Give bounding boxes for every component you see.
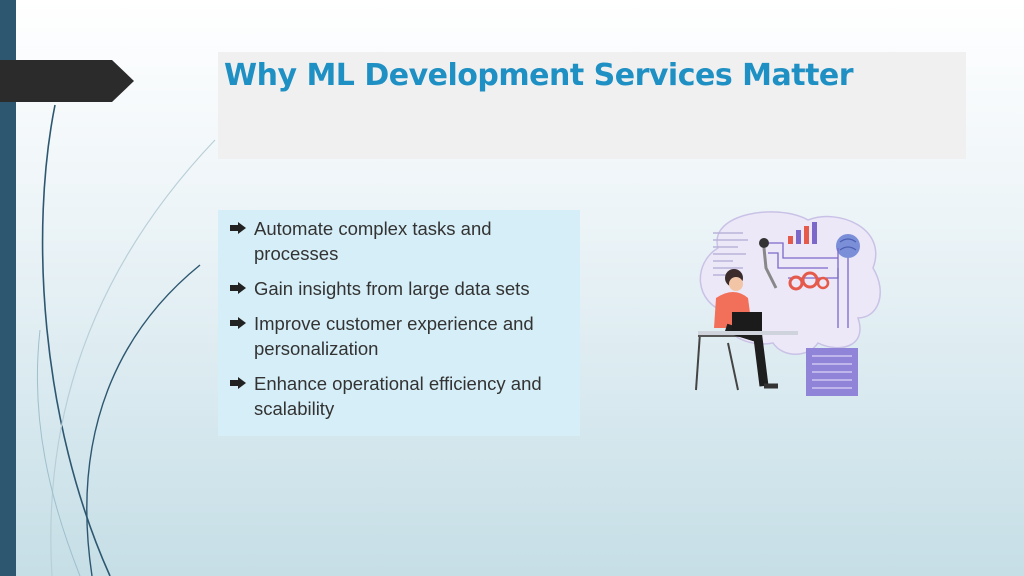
left-accent-bar: [0, 0, 16, 576]
bullet-list: Automate complex tasks and processes Gai…: [218, 210, 580, 421]
bullet-text: Automate complex tasks and processes: [254, 218, 492, 264]
slide-title: Why ML Development Services Matter: [224, 58, 854, 93]
arrow-bullet-icon: [230, 222, 246, 234]
bullet-text: Improve customer experience and personal…: [254, 313, 534, 359]
decorative-swooshes: [36, 104, 216, 576]
bullet-item: Automate complex tasks and processes: [226, 216, 554, 266]
bullet-text: Gain insights from large data sets: [254, 278, 530, 299]
arrow-bullet-icon: [230, 317, 246, 329]
bullet-item: Enhance operational efficiency and scala…: [226, 371, 554, 421]
title-box: Why ML Development Services Matter: [218, 52, 966, 159]
person-laptop-ai-illustration: [695, 211, 881, 396]
bullet-text: Enhance operational efficiency and scala…: [254, 373, 542, 419]
bullet-item: Gain insights from large data sets: [226, 276, 554, 301]
arrow-bullet-icon: [230, 282, 246, 294]
bullet-list-box: Automate complex tasks and processes Gai…: [218, 210, 580, 436]
arrow-tab: [0, 60, 134, 102]
arrow-bullet-icon: [230, 377, 246, 389]
bullet-item: Improve customer experience and personal…: [226, 311, 554, 361]
